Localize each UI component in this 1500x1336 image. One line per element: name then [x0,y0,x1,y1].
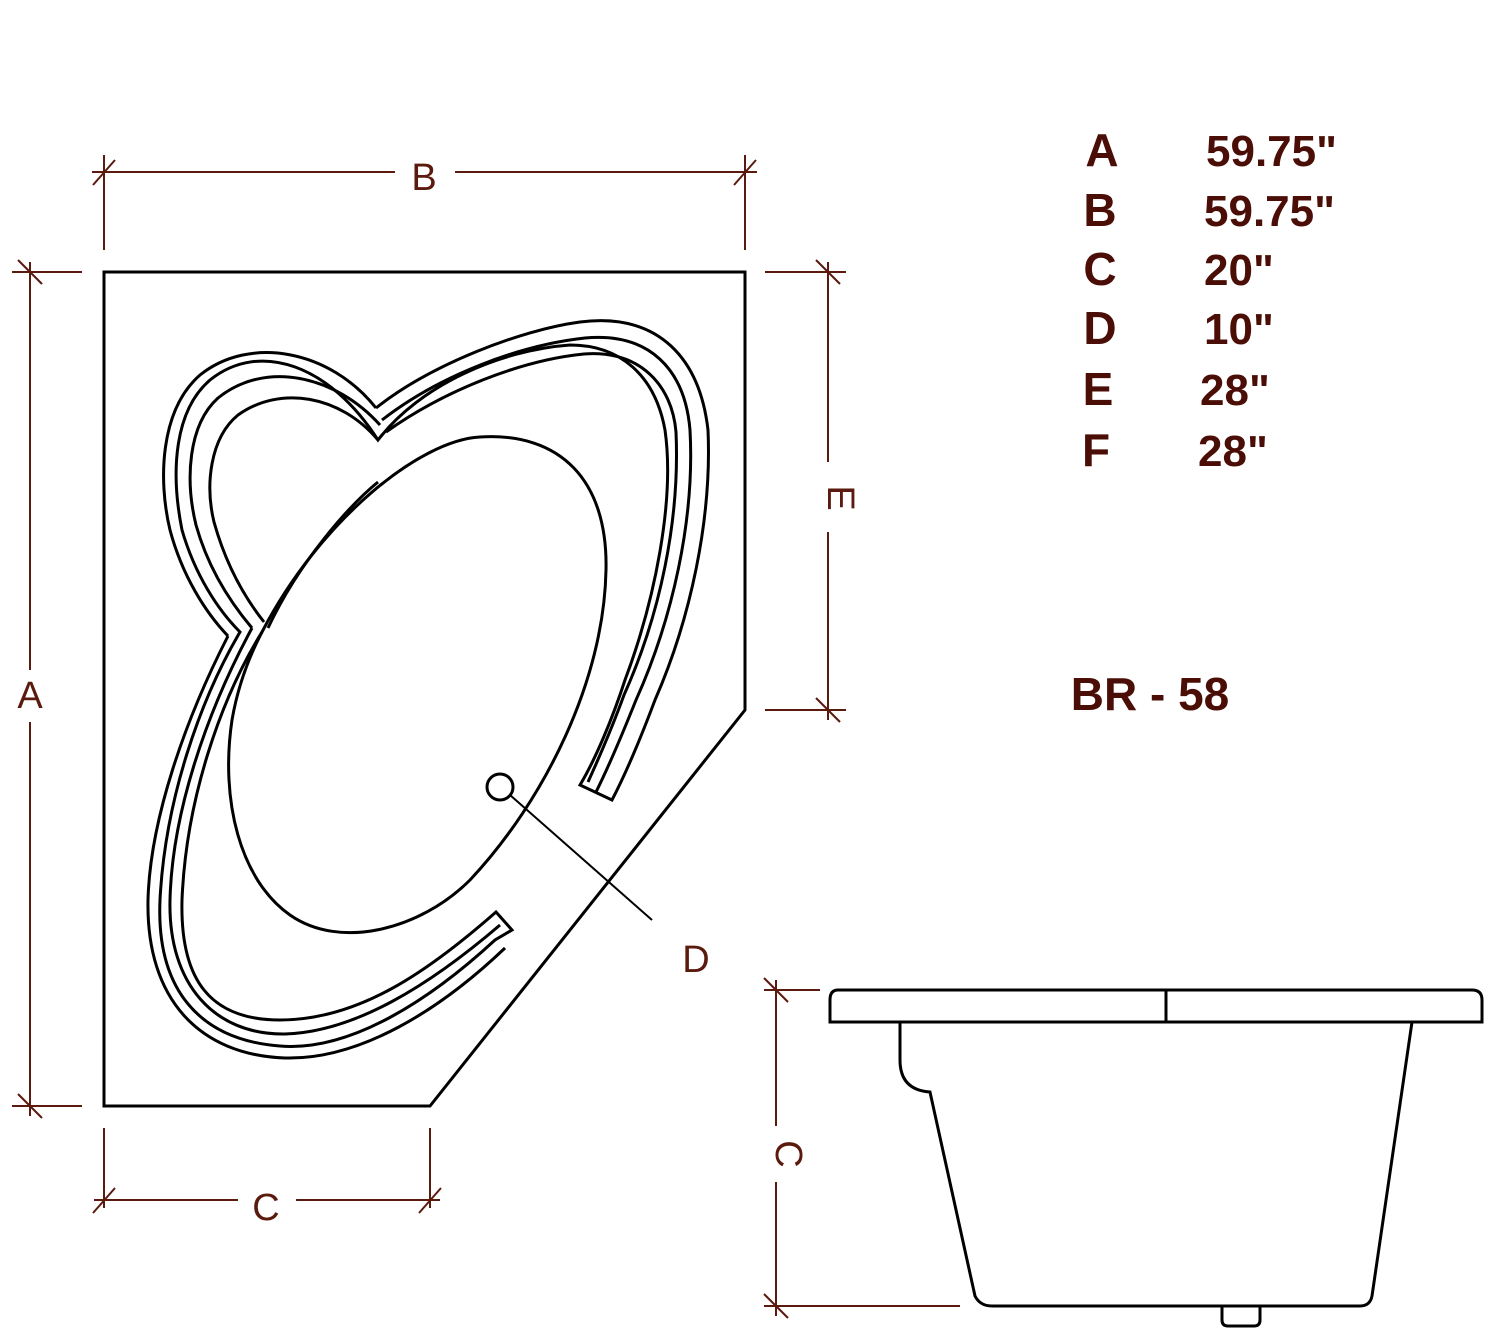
tub-rim-line-7 [168,627,501,1036]
dimension-c-top: C [92,1128,442,1229]
spec-value: 59.75" [1206,127,1337,176]
dimension-label-a: A [17,675,43,717]
dimension-a: A [12,259,82,1119]
dimension-label-b: B [411,157,436,199]
side-deck [828,988,1484,1024]
top-view [102,270,747,1108]
dimension-c-side: C [763,977,960,1319]
drain-leader-line [509,794,653,921]
spec-value: 28" [1198,427,1268,476]
tub-rim-line-3 [208,396,380,623]
tub-rim-line-2 [188,375,382,629]
drain-icon [485,772,515,802]
spec-key: B [1083,184,1116,236]
dimension-label-c-side: C [767,1140,809,1167]
spec-value: 59.75" [1204,187,1335,236]
spec-key: E [1083,363,1114,415]
tub-rim-line-4 [381,335,693,793]
tub-deck-outline [102,270,747,1108]
spec-value: 10" [1204,305,1274,354]
spec-value: 28" [1200,366,1270,415]
spec-key: C [1083,243,1116,295]
tub-basin [227,435,608,935]
dimension-label-c-top: C [252,1187,279,1229]
dimension-label-e: E [819,485,861,510]
tub-step-line [266,480,379,629]
tub-rim-outer [158,319,710,1048]
tub-rim-line-6 [146,635,507,1060]
side-view [828,988,1484,1328]
dimension-e: E [765,259,861,723]
spec-value: 20" [1204,246,1274,295]
side-drain [1220,1306,1262,1328]
model-name: BR - 58 [1071,668,1229,720]
spec-key: F [1082,424,1110,476]
side-tub-body [898,1021,1414,1308]
spec-table: A 59.75" B 59.75" C 20" D 10" E 28" F 28… [1082,124,1337,476]
dimension-b: B [92,155,757,250]
tub-rim-line-1 [162,351,378,638]
spec-key: A [1085,124,1118,176]
tub-rim-line-5 [385,352,678,783]
spec-key: D [1083,302,1116,354]
dimension-label-d: D [682,939,709,981]
